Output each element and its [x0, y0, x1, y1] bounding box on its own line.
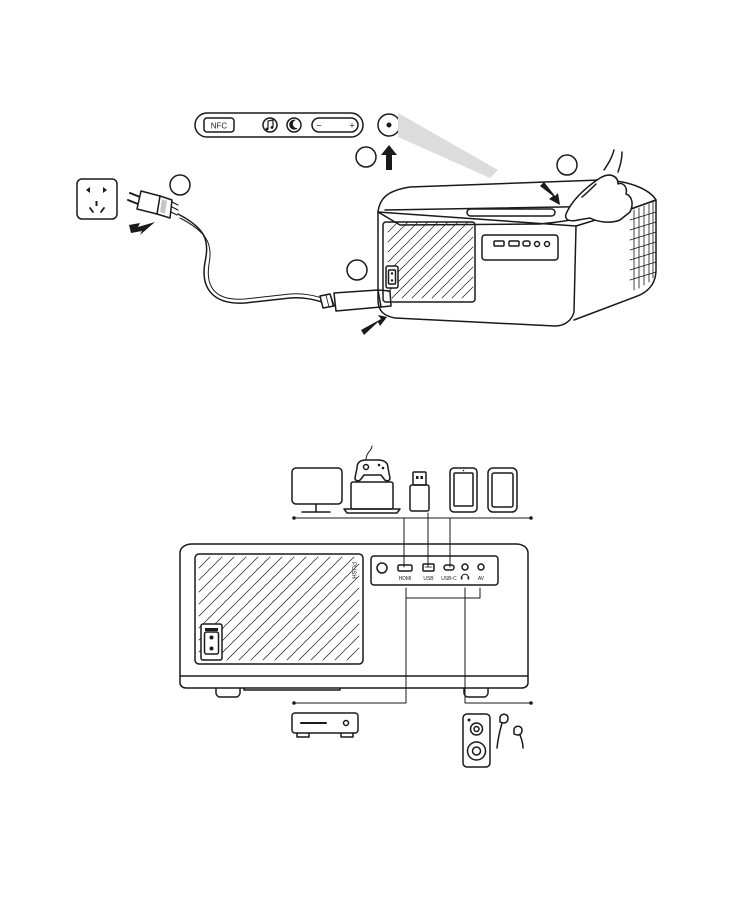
- earphones-icon: [497, 714, 523, 748]
- gamepad-icon: [355, 446, 390, 481]
- moon-icon: [287, 118, 301, 132]
- set-top-box-icon: [292, 713, 358, 737]
- arrow-icon: [381, 145, 397, 170]
- music-note-icon: [263, 118, 277, 132]
- rear-port-panel: HDMI USB USB-C AV: [371, 556, 498, 585]
- port-panel-iso: [482, 235, 558, 260]
- power-outlet-icon: [77, 179, 117, 219]
- smartphone-icon: [488, 468, 517, 512]
- step-circle: [356, 147, 376, 167]
- usb-label: USB: [423, 576, 434, 582]
- power-plug-icon: [128, 191, 178, 218]
- push-label: PUSH: [350, 562, 356, 579]
- arrow-icon: [129, 222, 155, 235]
- headphone-port: [461, 564, 469, 580]
- nfc-label: NFC: [211, 122, 228, 131]
- speaker-icon: [463, 714, 490, 767]
- volume-control: − +: [312, 118, 358, 132]
- volume-plus: +: [349, 121, 354, 131]
- power-cable: [178, 214, 322, 303]
- usb-drive-icon: [410, 472, 429, 511]
- control-panel: NFC − +: [195, 113, 363, 137]
- hdmi-label: HDMI: [399, 576, 412, 582]
- iec-connector: [320, 290, 391, 311]
- laptop-icon: [344, 482, 400, 513]
- arrow-icon: [361, 315, 387, 335]
- hdmi-port: HDMI: [398, 565, 412, 582]
- monitor-icon: [292, 468, 342, 512]
- usb-port: USB: [423, 564, 434, 582]
- usbc-label: USB-C: [441, 576, 457, 582]
- step-circle: [557, 155, 577, 175]
- zoom-beam: [398, 113, 498, 178]
- front-grille: [383, 222, 475, 302]
- rear-grille: [195, 554, 363, 664]
- step-circle: [347, 260, 367, 280]
- av-label: AV: [478, 576, 485, 582]
- volume-minus: −: [316, 121, 321, 131]
- tablet-icon: [450, 468, 477, 512]
- usbc-port: USB-C: [441, 565, 457, 582]
- power-button-zoom: [378, 114, 400, 136]
- side-grille: [630, 202, 656, 290]
- av-port: AV: [478, 564, 485, 582]
- step-circle: [170, 175, 190, 195]
- nfc-badge: NFC: [204, 118, 234, 132]
